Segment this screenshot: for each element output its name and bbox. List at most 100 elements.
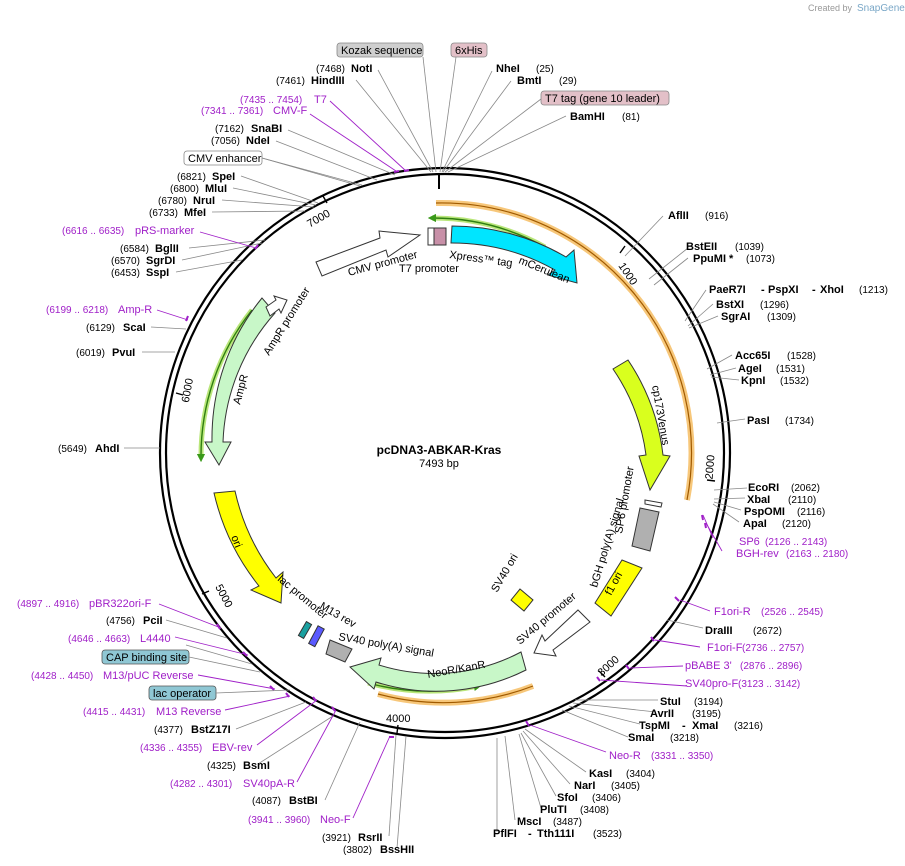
feature-box-t7tag: T7 tag (gene 10 leader) (540, 90, 670, 106)
kozak-label: Kozak sequence (341, 45, 422, 57)
f1ori-f-name: F1ori-F (707, 642, 743, 654)
sgrai-pos: (1309) (767, 312, 796, 323)
feature-m13-block (307, 625, 325, 648)
prs-marker-pos: (6616 .. 6635) (62, 226, 124, 237)
m13-reverse-pos: (4415 .. 4431) (83, 707, 145, 718)
t7-name: T7 (314, 94, 327, 106)
site-bamhi: BamHI(81) (570, 111, 640, 123)
m13-puc-pos: (4428 .. 4450) (31, 671, 93, 682)
feature-box-cap: CAP binding site (101, 649, 190, 665)
sp6-pos: (2126 .. 2143) (765, 537, 827, 548)
feature-ampr-promoter (265, 295, 288, 317)
primer-marks (185, 169, 707, 738)
mfei-pos: (6733) (149, 208, 178, 219)
feature-f1-ori (594, 559, 643, 617)
pasi-name: PasI (747, 415, 770, 427)
t7-pos: (7435 .. 7454) (240, 95, 302, 106)
primer-bgh-rev: BGH-rev(2163 .. 2180) (736, 548, 848, 560)
pbabe3-pos: (2876 .. 2896) (740, 661, 802, 672)
apai-pos: (2120) (782, 519, 811, 530)
pbr322ori-f-pos: (4897 .. 4916) (17, 599, 79, 610)
pvui-pos: (6019) (76, 348, 105, 359)
site-bstxi: BstXI(1296) (716, 299, 789, 311)
m13-reverse-name: M13 Reverse (156, 706, 221, 718)
ebv-rev-name: EBV-rev (212, 742, 253, 754)
xmai-name: XmaI (692, 720, 718, 732)
pspomi-pos: (2116) (797, 507, 825, 518)
site-sgrai: SgrAI(1309) (721, 311, 796, 323)
xhoi-pos: (1213) (859, 285, 888, 296)
bglii-name: BglII (155, 243, 179, 255)
tth111i-pos: (3523) (593, 829, 622, 840)
site-avrii: AvrII (3195) (650, 708, 721, 720)
cap-label: CAP binding site (106, 652, 187, 664)
bsshii-pos: (3802) (343, 845, 372, 856)
site-nari: NarI (3405) (574, 780, 640, 792)
site-pcii: (4756)PciI (106, 615, 163, 627)
bstbi-name: BstBI (289, 795, 318, 807)
label-sv40-polya: SV40 poly(A) signal (337, 631, 434, 660)
ppumi-name: PpuMI * (693, 253, 734, 265)
tick-4000: 4000 (386, 713, 410, 725)
site-sfoi: SfoI(3406) (557, 792, 621, 804)
ndei-pos: (7056) (211, 136, 240, 147)
feature-sv40-polya-block (325, 639, 353, 663)
primer-l4440: (4646 .. 4663)L4440 (68, 633, 171, 645)
neo-r-name: Neo-R (609, 750, 641, 762)
site-nhei: NheI(25) (496, 63, 554, 75)
tth111i-name: Tth111I (537, 828, 574, 840)
site-pspomi: PspOMI(2116) (744, 506, 825, 518)
nari-pos: (3405) (611, 781, 640, 792)
sv40pro-f-name: SV40pro-F (685, 678, 738, 690)
site-bstz17i: (4377)BstZ17I (154, 724, 231, 736)
leader-cap (188, 656, 261, 673)
feature-xpress-block (433, 227, 447, 246)
plasmid-length: 7493 bp (419, 458, 459, 470)
hindiii-pos: (7461) (276, 76, 305, 87)
bstxi-pos: (1296) (760, 300, 789, 311)
site-aflii: AflII(916) (668, 210, 728, 222)
acc65i-pos: (1528) (787, 351, 816, 362)
feature-sv40-promoter (533, 609, 591, 657)
site-bsshii: (3802)BssHII (343, 844, 414, 856)
pcii-pos: (4756) (106, 616, 135, 627)
primer-f1ori-f: F1ori-F(2736 .. 2757) (707, 642, 804, 654)
bstz17i-name: BstZ17I (191, 724, 231, 736)
apai-name: ApaI (743, 518, 767, 530)
feature-box-cmv-enhancer: CMV enhancer (183, 150, 263, 166)
pbr322ori-f-name: pBR322ori-F (89, 598, 152, 610)
primer-prs-marker: (6616 .. 6635)pRS-marker (62, 225, 195, 237)
sep-4: - (528, 828, 532, 840)
draiii-name: DraIII (705, 625, 733, 637)
avrii-pos: (3195) (692, 709, 721, 720)
smai-pos: (3218) (670, 733, 699, 744)
nari-name: NarI (574, 780, 595, 792)
label-sv40-ori: SV40 ori (489, 552, 520, 595)
tick-labels: 1000 2000 3000 4000 5000 6000 7000 (180, 208, 718, 725)
site-apai: ApaI (2120) (743, 518, 811, 530)
bamhi-pos: (81) (622, 112, 640, 123)
site-paer7i-pspxi-xhoi: PaeR7I - PspXI - XhoI (1213) (709, 284, 888, 296)
site-kpni: KpnI(1532) (741, 375, 809, 387)
site-ahdi: (5649)AhdI (58, 443, 119, 455)
sep-1: - (761, 284, 765, 296)
site-mfei: (6733)MfeI (149, 207, 206, 219)
primer-sp6: SP6(2126 .. 2143) (739, 536, 827, 548)
primer-leaders (156, 100, 723, 819)
tick-marks (175, 174, 716, 734)
sv40pa-r-pos: (4282 .. 4301) (170, 779, 232, 790)
rsrii-pos: (3921) (322, 833, 351, 844)
site-xbai: XbaI(2110) (747, 494, 816, 506)
avrii-name: AvrII (650, 708, 674, 720)
feature-bgh-polya (631, 507, 660, 552)
scai-pos: (6129) (86, 323, 115, 334)
lac-operator-label: lac operator (153, 688, 211, 700)
bgh-rev-name: BGH-rev (736, 548, 779, 560)
backbone-outer (158, 166, 732, 740)
bsteii-name: BstEII (686, 241, 717, 253)
feature-sp6-promoter (644, 499, 663, 508)
bsmi-name: BsmI (243, 760, 270, 772)
mlui-pos: (6800) (170, 184, 199, 195)
agei-name: AgeI (738, 363, 762, 375)
